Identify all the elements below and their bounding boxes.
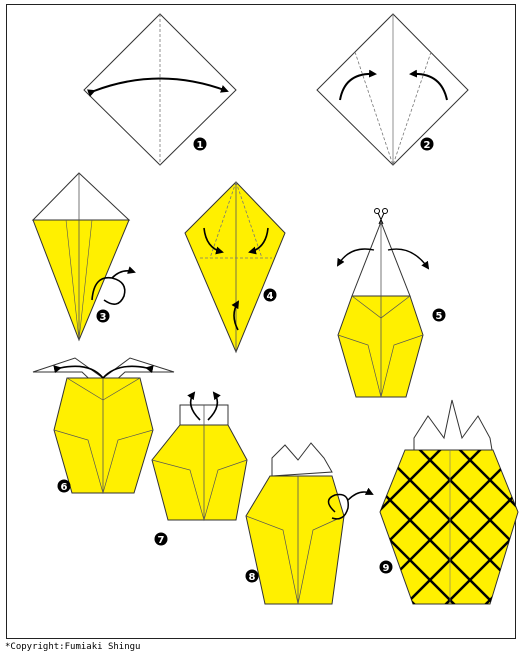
step-5-diagram: 5 <box>338 209 446 398</box>
step-5-paper-body <box>338 296 423 397</box>
step-4-diagram: 4 <box>185 182 285 352</box>
step-7-paper-body <box>152 425 247 520</box>
step-1-diagram: 1 <box>84 14 236 165</box>
step-8-crown <box>272 443 332 476</box>
step-3-diagram: 3 <box>33 173 134 340</box>
step-8-paper-body <box>246 476 344 604</box>
step-9-number: 9 <box>383 563 390 574</box>
step-3-number: 3 <box>100 312 107 323</box>
step-5-number: 5 <box>436 311 443 322</box>
step-4-paper <box>185 182 285 352</box>
step-1-number: 1 <box>197 140 204 151</box>
step-6-paper-body <box>54 378 153 493</box>
step-7-diagram: 7 <box>152 393 247 546</box>
step-7-number: 7 <box>158 535 165 546</box>
step-3-turn-arrow-head <box>112 271 134 278</box>
step-4-number: 4 <box>267 291 274 302</box>
step-6-diagram: 6 <box>33 358 174 493</box>
step-3-paper-white <box>33 173 129 220</box>
step-2-paper <box>317 14 468 165</box>
step-8-diagram: 8 <box>246 443 373 604</box>
step-2-diagram: 2 <box>317 14 468 165</box>
step-8-turn-arrow-head <box>348 492 372 500</box>
step-2-number: 2 <box>424 140 431 151</box>
copyright-text: *Copyright:Fumiaki Shingu <box>5 642 140 652</box>
step-9-crown <box>414 400 492 450</box>
step-6-number: 6 <box>61 482 68 493</box>
step-8-number: 8 <box>249 572 256 583</box>
